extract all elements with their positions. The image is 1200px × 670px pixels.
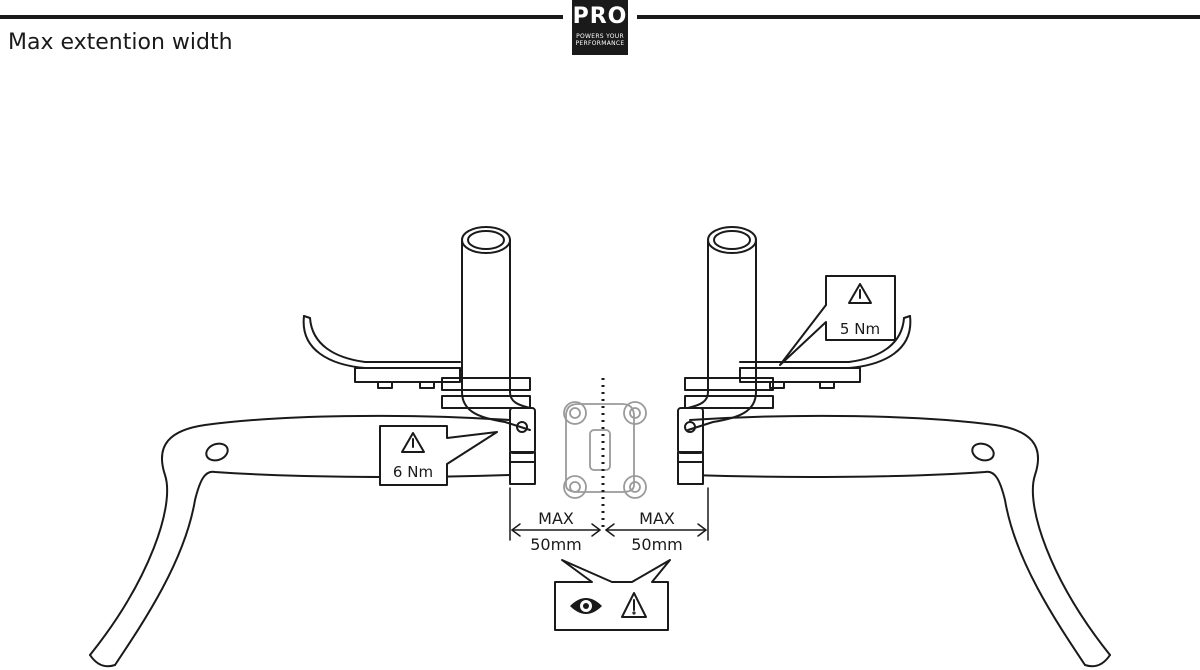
header-rule-left xyxy=(0,15,563,19)
warning-icon xyxy=(401,432,425,453)
pro-logo: PRO POWERS YOUR PERFORMANCE xyxy=(572,0,628,55)
callout-left-torque xyxy=(379,425,498,486)
logo-tagline-1: POWERS YOUR xyxy=(576,33,624,40)
dimension-right-value: 50mm xyxy=(631,535,683,554)
dimension-right-label: MAX xyxy=(639,509,675,528)
dimension-lines xyxy=(509,487,709,541)
dimension-left-label: MAX xyxy=(538,509,574,528)
eye-icon xyxy=(570,598,602,614)
armrest-pad-right xyxy=(739,315,912,389)
warning-icon xyxy=(848,283,872,304)
callout-inspect xyxy=(554,559,671,631)
stem xyxy=(563,401,647,499)
dimension-left-value: 50mm xyxy=(530,535,582,554)
bar-cable-port-right xyxy=(971,442,995,462)
left-torque-value: 6 Nm xyxy=(393,463,433,481)
handlebar-right xyxy=(689,414,1111,668)
right-torque-value: 5 Nm xyxy=(840,320,880,338)
logo-tagline-2: PERFORMANCE xyxy=(575,40,625,47)
page-title: Max extention width xyxy=(8,30,233,55)
extension-left xyxy=(441,226,536,485)
bar-cable-port-left xyxy=(205,442,229,462)
armrest-pad-left xyxy=(302,315,461,389)
callout-right-torque xyxy=(779,275,896,366)
header-rule-right xyxy=(637,15,1200,19)
extension-right xyxy=(677,226,774,485)
warning-icon xyxy=(621,592,647,618)
logo-mark: PRO xyxy=(572,4,628,29)
